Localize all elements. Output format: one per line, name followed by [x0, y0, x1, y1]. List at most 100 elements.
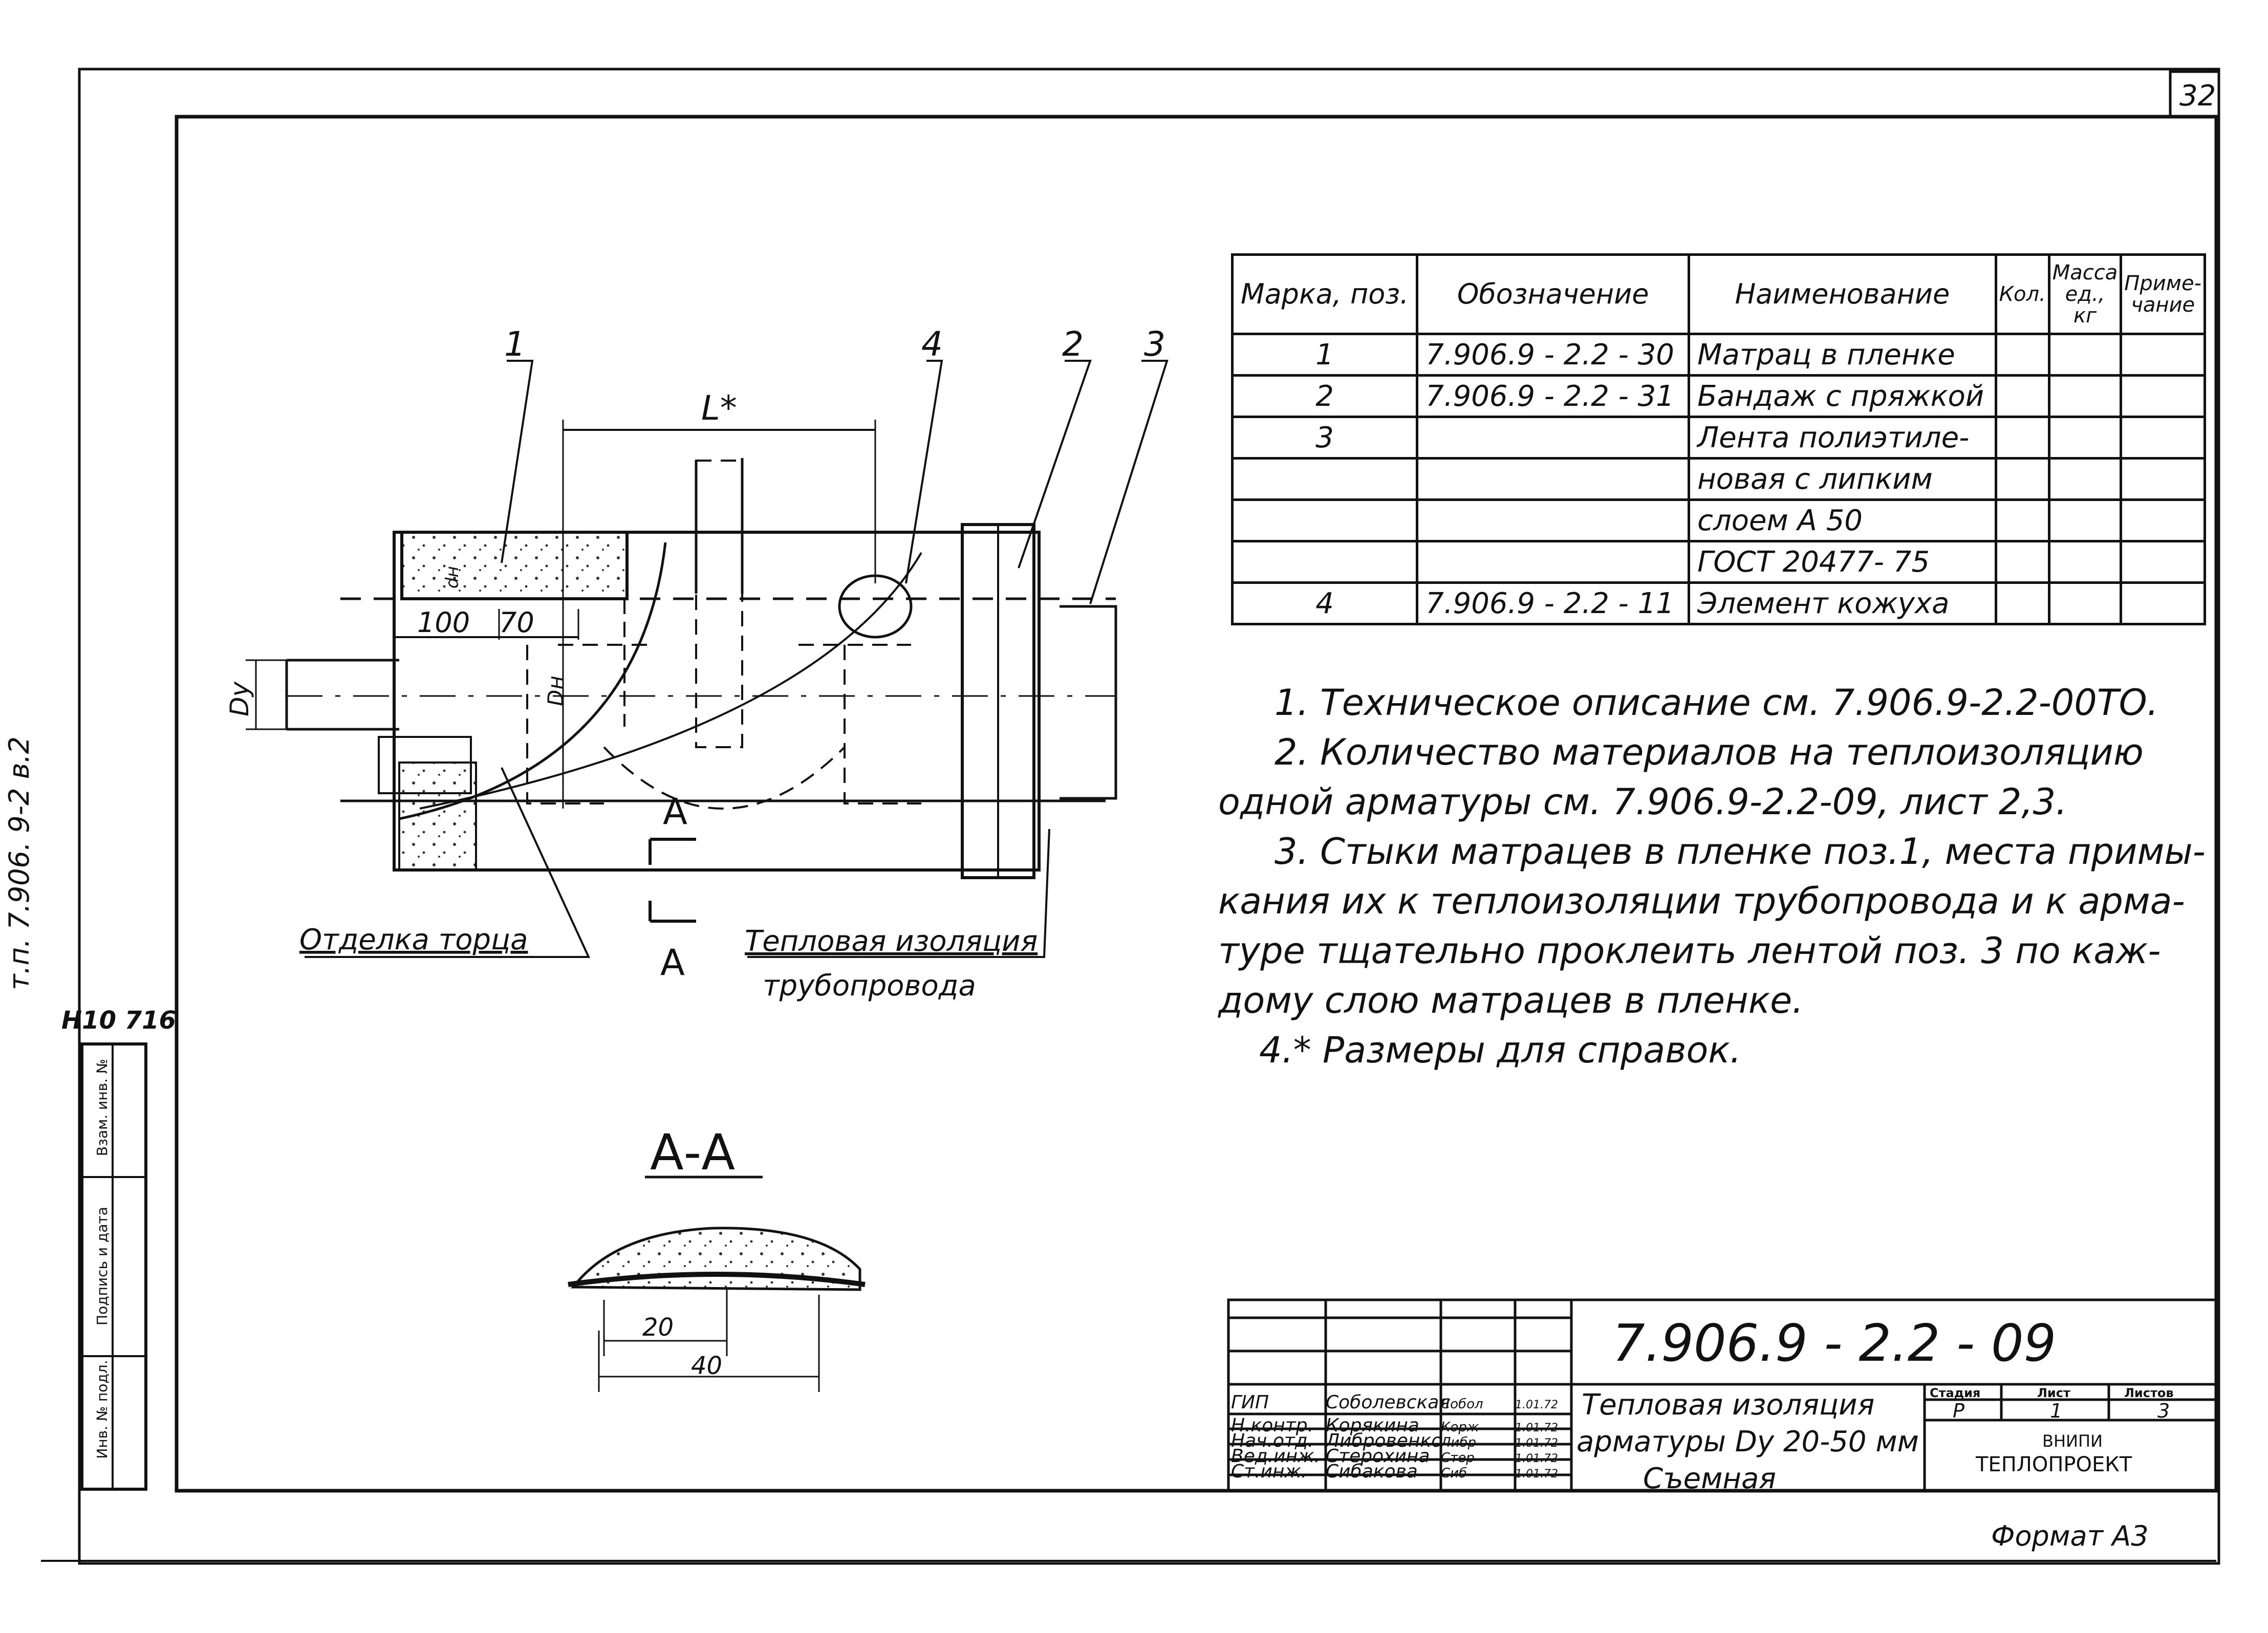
- cell: новая с липким: [1688, 457, 1997, 501]
- cell: [2120, 333, 2206, 377]
- cell: [1230, 498, 1419, 542]
- general-notes: 1. Техническое описание см. 7.906.9-2.2-…: [1218, 678, 2206, 1075]
- person-name: Стерохина: [1326, 1446, 1430, 1467]
- cell: [2120, 581, 2206, 625]
- dim-small-label: dн: [442, 566, 463, 589]
- cell: 3: [1230, 416, 1419, 460]
- sheet-number: 32: [2179, 79, 2216, 113]
- cell: Бандаж с пряжкой: [1688, 374, 1997, 418]
- table-row: ГОСТ 20477- 75: [1230, 540, 2206, 584]
- dim-du-label: Dу: [225, 681, 254, 716]
- col-designation: Обозначение: [1416, 253, 1691, 335]
- person-name: Корякина: [1326, 1415, 1419, 1436]
- cell: [1416, 457, 1691, 501]
- cell: Матрац в пленке: [1688, 333, 1997, 377]
- note-line: туре тщательно проклеить лентой поз. 3 п…: [1218, 930, 2161, 972]
- note-line: кания их к теплоизоляции трубопровода и …: [1218, 880, 2185, 922]
- org-name-1: ВНИПИ: [2042, 1431, 2103, 1451]
- signature: Либр: [1441, 1435, 1476, 1450]
- section-dim-20: 20: [642, 1313, 674, 1342]
- cell: [2047, 416, 2123, 460]
- col-mass: Масса ед., кг: [2047, 253, 2123, 335]
- callout-2: 2: [1062, 324, 1084, 364]
- insulation-cover: [378, 523, 1041, 879]
- cell: 7.906.9 - 2.2 - 31: [1416, 374, 1691, 418]
- date: 1.01.72: [1515, 1468, 1558, 1480]
- role: Ст.инж.: [1231, 1461, 1307, 1482]
- dim-dn-label: Dн: [543, 676, 568, 706]
- note-line: 4.* Размеры для справок.: [1259, 1029, 1741, 1071]
- callout-1: 1: [504, 324, 526, 364]
- cell: 7.906.9 - 2.2 - 11: [1416, 581, 1691, 625]
- format-label: Формат А3: [1991, 1520, 2149, 1552]
- cell: Лента полиэтиле-: [1688, 416, 1997, 460]
- section-aa: [568, 1175, 866, 1392]
- cell: [2047, 457, 2123, 501]
- table-row: новая с липким: [1230, 457, 2206, 501]
- cell: [2120, 374, 2206, 418]
- cell: [1230, 540, 1419, 584]
- title-block-grid: [1227, 1298, 2218, 1492]
- col-name: Наименование: [1688, 253, 1997, 335]
- note-line: 2. Количество материалов на теплоизоляци…: [1275, 731, 2144, 773]
- cell: ГОСТ 20477- 75: [1688, 540, 1997, 584]
- label-pipe-insulation-1: Тепловая изоляция: [745, 925, 1038, 958]
- project-side-label: т.п. 7.906. 9-2 в.2: [3, 736, 35, 990]
- title-line-2: арматуры Dу 20-50 мм: [1576, 1425, 1919, 1458]
- table-row: слоем А 50: [1230, 498, 2206, 542]
- section-dim-40: 40: [691, 1352, 722, 1380]
- callout-3: 3: [1144, 324, 1165, 364]
- dim-l-label: L*: [701, 388, 737, 428]
- col-note: Приме- чание: [2120, 253, 2206, 335]
- cell: 7.906.9 - 2.2 - 30: [1416, 333, 1691, 377]
- callout-4: 4: [921, 324, 943, 364]
- stamp-cell-replace: Взам. инв. №: [94, 1058, 111, 1157]
- title-line-3: Съемная: [1643, 1462, 1776, 1495]
- inventory-number: Н10 716: [61, 1006, 176, 1035]
- role: Нач.отд.: [1231, 1430, 1314, 1451]
- cell: 1: [1230, 333, 1419, 377]
- sheets-value: 3: [2157, 1400, 2170, 1422]
- note-line: одной арматуры см. 7.906.9-2.2-09, лист …: [1218, 781, 2067, 823]
- role: Вед.инж.: [1231, 1446, 1320, 1467]
- cell: [1994, 457, 2050, 501]
- role: Н.контр.: [1231, 1415, 1314, 1436]
- cell: [2047, 333, 2123, 377]
- cell: [1994, 333, 2050, 377]
- table-row: 3 Лента полиэтиле-: [1230, 416, 2206, 460]
- cell: [1994, 498, 2050, 542]
- cell: [1230, 457, 1419, 501]
- stamp-cell-inv: Инв. № подл.: [94, 1360, 111, 1459]
- role: ГИП: [1231, 1392, 1269, 1413]
- table-row: 1 7.906.9 - 2.2 - 30 Матрац в пленке: [1230, 333, 2206, 377]
- stage-value: Р: [1953, 1400, 1964, 1422]
- sheet-number-box: [2169, 70, 2220, 118]
- cell: слоем А 50: [1688, 498, 1997, 542]
- date: 1.01.72: [1515, 1452, 1558, 1465]
- outer-border: [78, 68, 2220, 1565]
- cell: [1994, 374, 2050, 418]
- cell: [1994, 540, 2050, 584]
- section-mark-top: А: [663, 791, 687, 833]
- note-line: 1. Техническое описание см. 7.906.9-2.2-…: [1275, 682, 2158, 724]
- person-name: Соболевская: [1326, 1392, 1451, 1413]
- note-line: 3. Стыки матрацев в пленке поз.1, места …: [1275, 831, 2206, 873]
- cell: [1416, 540, 1691, 584]
- cell: [2120, 498, 2206, 542]
- left-stamp-strip: [80, 1042, 147, 1491]
- cell: [2047, 581, 2123, 625]
- stamp-cell-sign: Подпись и дата: [94, 1207, 111, 1325]
- cell: [2047, 498, 2123, 542]
- date: 1.01.72: [1515, 1422, 1558, 1434]
- label-pipe-insulation-2: трубопровода: [763, 969, 976, 1003]
- org-name-2: ТЕПЛОПРОЕКТ: [1976, 1453, 2132, 1476]
- specification-table: Марка, поз. Обозначение Наименование Кол…: [1230, 253, 2206, 625]
- cell: Элемент кожуха: [1688, 581, 1997, 625]
- sheet-value: 1: [2050, 1400, 2063, 1422]
- signature: Сиб: [1441, 1466, 1467, 1481]
